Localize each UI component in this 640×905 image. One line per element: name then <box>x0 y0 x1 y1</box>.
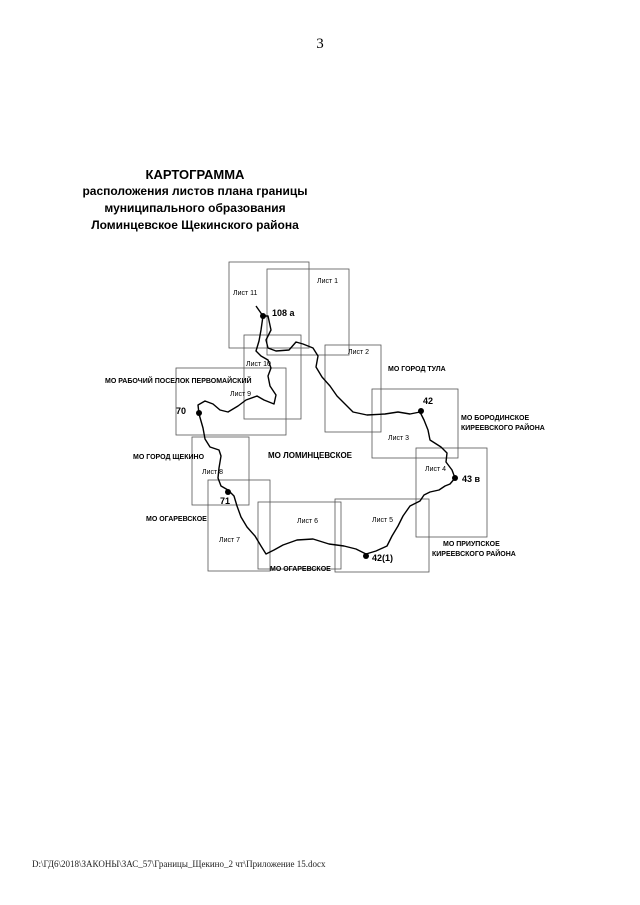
point-108a-marker <box>260 313 266 319</box>
region-ogarevskoe-south-label: МО ОГАРЕВСКОЕ <box>270 566 331 573</box>
sheet-4-label: Лист 4 <box>425 466 446 473</box>
region-lomintsevskoe-label: МО ЛОМИНЦЕВСКОЕ <box>268 451 353 460</box>
sheet-8-frame <box>191 436 250 506</box>
point-108a-label: 108 а <box>272 308 296 318</box>
sheet-10-label: Лист 10 <box>246 361 271 368</box>
region-pervomaisky-label: МО РАБОЧИЙ ПОСЕЛОК ПЕРВОМАЙСКИЙ <box>105 376 252 385</box>
point-70-label: 70 <box>176 406 186 416</box>
sheet-11-label: Лист 11 <box>233 290 258 297</box>
region-borodinskoe-label-2: КИРЕЕВСКОГО РАЙОНА <box>461 423 545 432</box>
title-line-3: муниципального образования <box>104 201 286 215</box>
sheet-2-frame <box>324 344 382 433</box>
title-line-2: расположения листов плана границы <box>82 184 308 198</box>
point-70-marker <box>196 410 202 416</box>
sheet-9-label: Лист 9 <box>230 391 251 398</box>
sheet-1-label: Лист 1 <box>317 278 338 285</box>
sheet-3-frame <box>371 388 459 459</box>
sheet-3-label: Лист 3 <box>388 435 409 442</box>
sheet-5-frame <box>334 498 430 573</box>
file-path-footer: D:\ГД6\2018\ЗАКОНЫ\ЗАС_57\Границы_Щекино… <box>32 859 326 869</box>
point-71-label: 71 <box>220 496 230 506</box>
sheet-4-frame <box>415 447 488 538</box>
sheet-8-label: Лист 8 <box>202 469 223 476</box>
sheet-6-label: Лист 6 <box>297 518 318 525</box>
point-71-marker <box>225 489 231 495</box>
title-line-4: Ломинцевское Щекинского района <box>91 218 299 232</box>
point-42-1-marker <box>363 553 369 559</box>
page-number: 3 <box>316 36 324 52</box>
region-ogarevskoe-west-label: МО ОГАРЕВСКОЕ <box>146 516 207 523</box>
sheet-1-frame <box>266 268 350 356</box>
region-tula-label: МО ГОРОД ТУЛА <box>388 366 446 373</box>
map-title: КАРТОГРАММА расположения листов плана гр… <box>60 166 330 234</box>
region-shchekino-label: МО ГОРОД ЩЕКИНО <box>133 454 205 461</box>
title-line-1: КАРТОГРАММА <box>145 167 245 182</box>
sheet-9-frame <box>175 367 287 436</box>
point-markers <box>196 313 458 559</box>
sheet-5-label: Лист 5 <box>372 517 393 524</box>
point-42-1-label: 42(1) <box>372 553 393 563</box>
sheet-frames <box>175 261 488 573</box>
point-43v-label: 43 в <box>462 474 481 484</box>
region-borodinskoe-label-1: МО БОРОДИНСКОЕ <box>461 415 529 422</box>
sheet-7-frame <box>207 479 271 572</box>
sheet-7-label: Лист 7 <box>219 537 240 544</box>
region-priupskoe-label-2: КИРЕЕВСКОГО РАЙОНА <box>432 549 516 558</box>
point-42-marker <box>418 408 424 414</box>
sheet-10-frame <box>243 334 302 420</box>
sheet-6-frame <box>257 501 342 570</box>
boundary-line <box>197 305 456 555</box>
sheet-2-label: Лист 2 <box>348 349 369 356</box>
region-priupskoe-label-1: МО ПРИУПСКОЕ <box>443 541 500 548</box>
point-42-label: 42 <box>423 396 433 406</box>
point-43v-marker <box>452 475 458 481</box>
